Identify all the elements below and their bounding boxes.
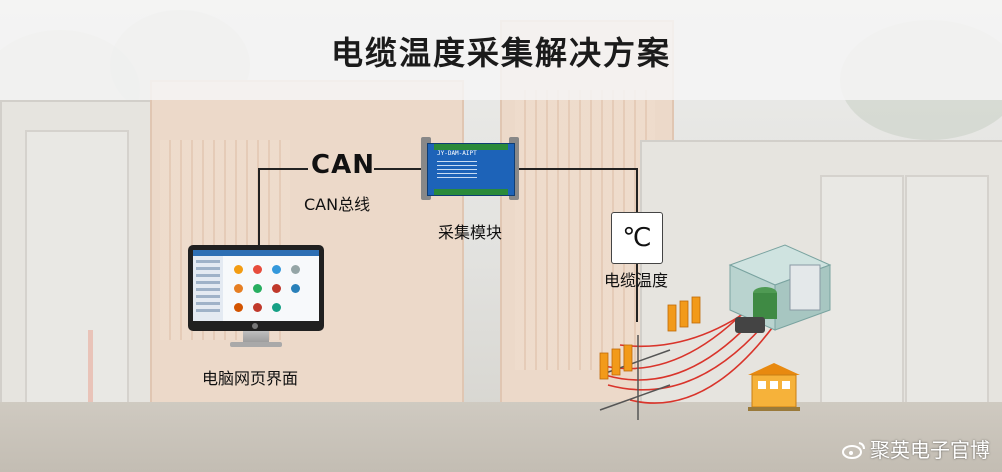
weibo-logo-icon (842, 442, 865, 459)
connector-computer-horizontal (258, 168, 308, 170)
title-band (0, 0, 1002, 100)
computer-monitor-icon (188, 245, 324, 331)
module-caption: 采集模块 (438, 223, 503, 242)
substation-cable-illustration (599, 244, 832, 420)
connector-computer-vertical (258, 168, 260, 248)
connector-module-right (518, 168, 636, 170)
connector-sensor-vertical (636, 168, 638, 213)
watermark-text: 聚英电子官博 (870, 438, 990, 462)
page-title: 电缆温度采集解决方案 (330, 34, 671, 72)
watermark: 聚英电子官博 (842, 434, 990, 463)
thermometer-celsius-icon: ℃ (611, 212, 663, 264)
connector-module-left (374, 168, 424, 170)
can-label: CAN (311, 150, 375, 180)
module-model-text: JY-DAM-AIPT (437, 150, 477, 157)
cable-temperature-caption: 电缆温度 (604, 271, 669, 290)
connector-sensor-down (636, 262, 638, 322)
computer-web-ui-caption: 电脑网页界面 (202, 369, 299, 388)
can-bus-caption: CAN总线 (304, 195, 371, 214)
acquisition-module-device: JY-DAM-AIPT (421, 137, 519, 200)
